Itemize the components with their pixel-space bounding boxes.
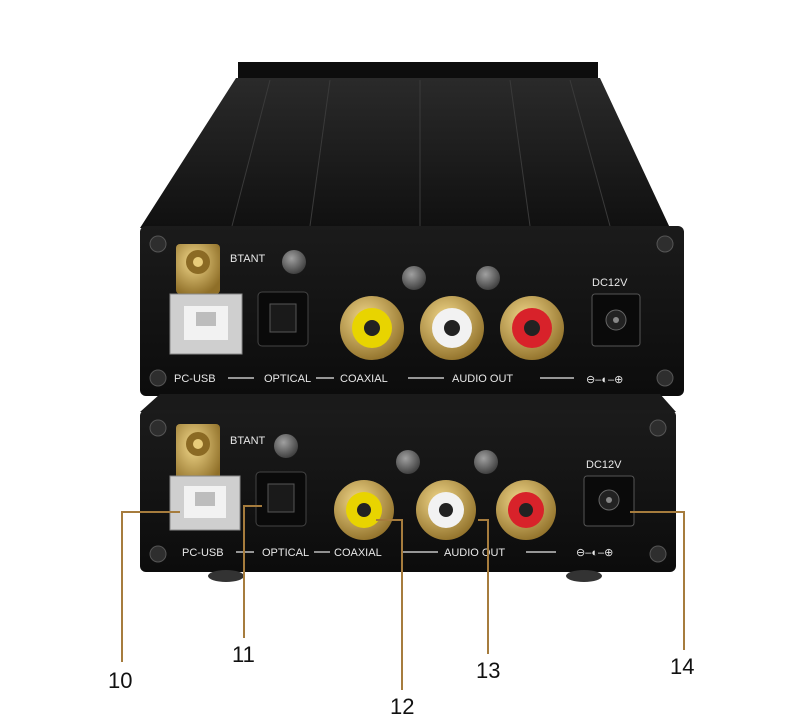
upper-rca-right — [500, 296, 564, 360]
callout-13: 13 — [476, 658, 500, 683]
upper-lid — [140, 78, 670, 228]
upper-lid-ridges — [231, 79, 611, 227]
upper-unit: BTANT DC — [140, 62, 684, 405]
lower-lid — [140, 394, 676, 412]
lower-usb-port — [169, 475, 241, 531]
upper-dc-jack — [591, 293, 641, 347]
lower-corner-screws — [149, 419, 667, 563]
lower-dc-label: DC12V — [586, 459, 622, 471]
upper-antenna-label: BTANT — [230, 253, 266, 265]
upper-optical-port — [257, 291, 309, 347]
lower-audio-out-label: AUDIO OUT — [444, 547, 505, 559]
lower-optical-port — [255, 471, 307, 527]
upper-dc-label: DC12V — [592, 277, 628, 289]
callout-line-13 — [478, 519, 489, 654]
callout-10: 10 — [108, 668, 132, 693]
upper-lid-rear-edge — [238, 62, 598, 80]
lower-rca-coaxial — [334, 480, 394, 540]
upper-polarity-icon: ⊖–◐–⊕ — [586, 374, 623, 386]
callout-line-11 — [243, 505, 262, 638]
lower-coaxial-label: COAXIAL — [334, 547, 382, 559]
callout-lines — [121, 505, 685, 690]
lower-usb-label: PC-USB — [182, 547, 224, 559]
callout-line-12 — [376, 519, 403, 690]
lower-feet — [208, 570, 602, 582]
callout-line-10 — [121, 511, 180, 662]
lower-screw-icon — [474, 450, 498, 474]
upper-screw-icon — [282, 250, 306, 274]
lower-antenna-connector — [176, 424, 220, 486]
upper-screw-icon — [402, 266, 426, 290]
lower-unit: BTANT DC12V — [140, 394, 676, 582]
upper-audio-out-label: AUDIO OUT — [452, 373, 513, 385]
upper-usb-port — [169, 293, 243, 355]
callout-11: 11 — [232, 642, 255, 667]
callout-14: 14 — [670, 654, 694, 679]
upper-usb-label: PC-USB — [174, 373, 216, 385]
lower-antenna-label: BTANT — [230, 435, 266, 447]
lower-polarity-icon: ⊖–◐–⊕ — [576, 547, 613, 559]
lower-dc-jack — [583, 475, 635, 527]
lower-optical-label: OPTICAL — [262, 547, 309, 559]
upper-optical-label: OPTICAL — [264, 373, 311, 385]
upper-rca-left — [420, 296, 484, 360]
lower-screw-icon — [274, 434, 298, 458]
lower-rca-right — [496, 480, 556, 540]
upper-screw-icon — [476, 266, 500, 290]
upper-rca-coaxial — [340, 296, 404, 360]
lower-rca-left — [416, 480, 476, 540]
upper-coaxial-label: COAXIAL — [340, 373, 388, 385]
callout-line-14 — [630, 511, 685, 650]
lower-screw-icon — [396, 450, 420, 474]
upper-antenna-connector — [176, 244, 220, 294]
upper-corner-screws — [149, 235, 674, 387]
callout-12: 12 — [390, 694, 414, 719]
